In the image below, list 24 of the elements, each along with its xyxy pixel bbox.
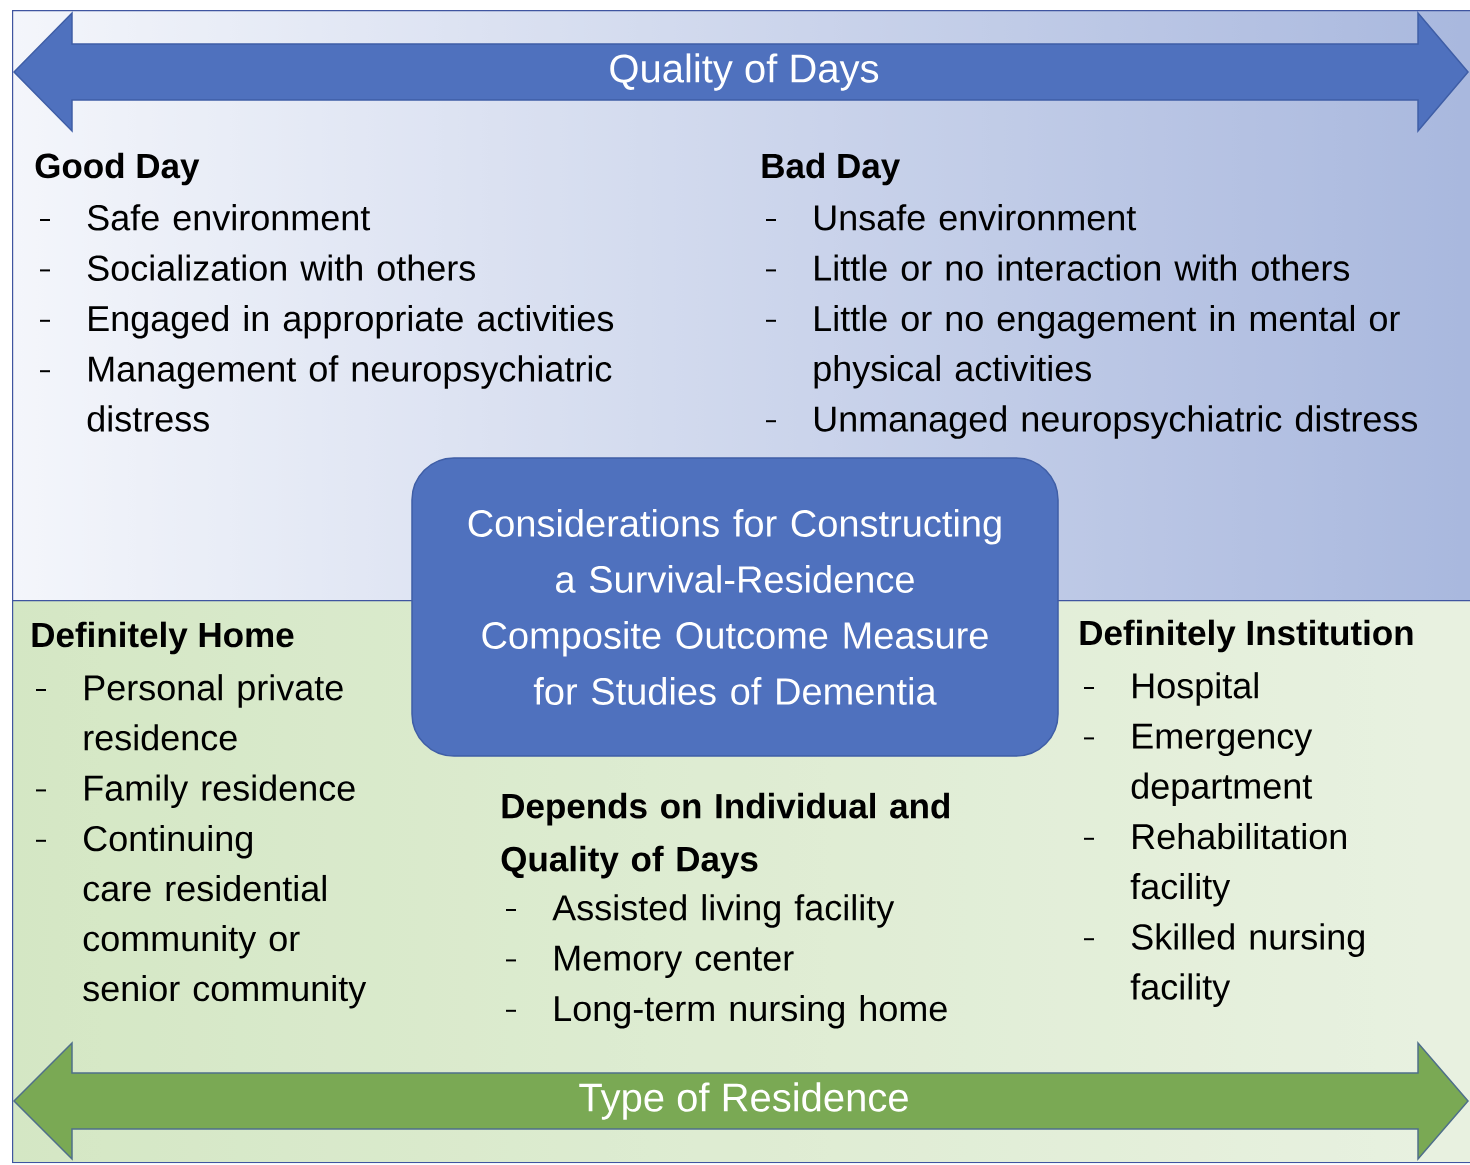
list-item: Continuing care residential community or senior community: [35, 824, 367, 1009]
list-item: Rehabilitation facility: [1083, 822, 1346, 907]
list-item: Memory center: [505, 945, 794, 979]
list-item: Family residence: [35, 774, 355, 809]
list-item: Management of neuropsychiatric distress: [39, 355, 612, 432]
list-item: Personal private residence: [35, 674, 343, 751]
title-box: Considerations for Constructing a Survival-Residence Composite Outcome Measure for Studies of Dementia: [411, 457, 1059, 757]
list-item: Hospital: [1083, 672, 1258, 706]
heading: Definitely Home: [32, 621, 294, 655]
list-item: Emergency department: [1083, 723, 1313, 807]
list-item: Long-term nursing home: [505, 994, 947, 1029]
list-item: Skilled nursing facility: [1083, 923, 1364, 1007]
list-item: Little or no interaction with others: [765, 254, 1350, 281]
heading: Definitely Institution: [1080, 619, 1413, 653]
list-item: Engaged in appropriate activities: [39, 304, 614, 339]
list-item: Assisted living facility: [505, 894, 895, 928]
list-item: Little or no engagement in mental or physical activities: [765, 304, 1400, 389]
list-item: Unmanaged neuropsychiatric distress: [765, 405, 1418, 439]
list-item: Socialization with others: [39, 254, 475, 281]
heading: Good Day: [35, 152, 200, 186]
heading: Bad Day: [762, 152, 900, 186]
heading: Depends on Individual and Quality of Days: [501, 792, 950, 879]
list-item: Safe environment: [39, 204, 371, 231]
list-item: Unsafe environment: [765, 204, 1137, 231]
